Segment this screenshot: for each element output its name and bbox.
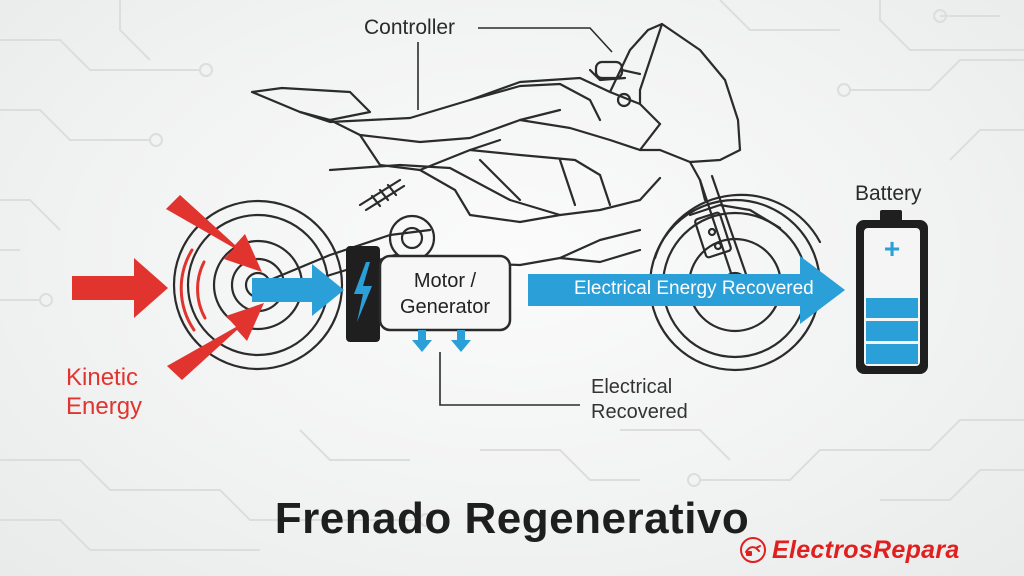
battery-plus-sign: +	[884, 233, 900, 264]
electric-plug-logo-icon	[740, 537, 766, 563]
kinetic-label-line1: Kinetic	[66, 364, 139, 391]
battery-label: Battery	[855, 182, 922, 205]
motor-label-line1: Motor /	[413, 270, 477, 292]
recovered-label-line2: Recovered	[591, 401, 688, 423]
recovered-pointer-line	[439, 352, 580, 406]
lightning-icon	[354, 262, 372, 322]
controller-pointer-line	[417, 27, 613, 110]
recovered-label-line1: Electrical	[591, 376, 673, 398]
brand-name: ElectrosRepara	[772, 535, 960, 564]
kinetic-motion-arcs	[179, 248, 207, 332]
diagram-title: Frenado Regenerativo	[274, 494, 750, 543]
wheel-to-motor-arrow	[252, 264, 344, 316]
output-down-arrows	[412, 330, 471, 352]
kinetic-arrow-horizontal	[72, 258, 168, 318]
battery-cell-3	[866, 298, 918, 318]
kinetic-arrow-upper	[166, 195, 262, 272]
kinetic-energy-label: Kinetic Energy	[66, 363, 142, 421]
kinetic-energy-arrows	[72, 195, 264, 380]
motor-generator-box	[378, 254, 512, 332]
energy-to-battery-arrow	[528, 256, 845, 324]
motor-generator-label: Motor / Generator	[380, 268, 510, 320]
kinetic-label-line2: Energy	[66, 393, 143, 420]
kinetic-arrow-lower	[167, 303, 264, 380]
battery-cell-1	[866, 344, 918, 364]
electrical-energy-recovered-label: Electrical Energy Recovered	[574, 278, 814, 299]
battery-icon: +	[856, 210, 928, 374]
controller-label: Controller	[364, 16, 456, 39]
electrical-recovered-label: Electrical Recovered	[591, 375, 688, 425]
brand-logo: ElectrosRepara	[740, 533, 960, 567]
motor-label-line2: Generator	[399, 296, 491, 318]
battery-cell-2	[866, 321, 918, 341]
